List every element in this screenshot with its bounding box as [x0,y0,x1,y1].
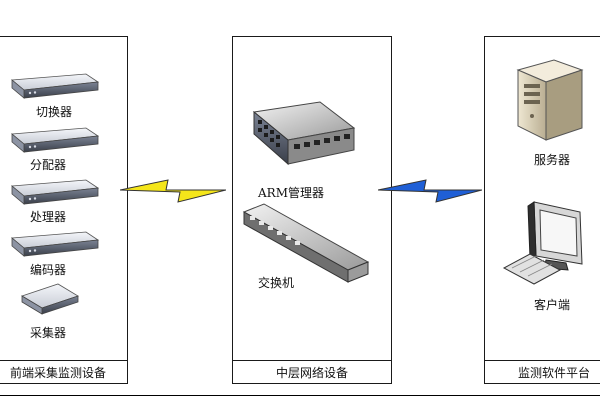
panel-title-network: 中层网络设备 [275,366,348,380]
wireless-link-right-icon [378,179,482,203]
switcher-icon [10,73,100,99]
server-tower-icon [516,59,584,141]
label-switcher: 切换器 [36,105,73,119]
label-splitter: 分配器 [30,158,67,172]
panel-title-platform: 监测软件平台 [517,366,590,380]
collector-box-icon [21,283,79,315]
wireless-link-left-icon [120,179,226,203]
label-client: 客户端 [534,298,571,312]
label-encoder: 编码器 [30,263,67,277]
panel-divider [233,360,391,361]
switch-icon [242,203,370,283]
label-arm-manager: ARM管理器 [258,186,324,200]
label-server: 服务器 [534,153,571,167]
label-switch: 交换机 [258,276,295,290]
panel-title-front-end: 前端采集监测设备 [9,366,106,380]
processor-icon [10,179,100,205]
label-collector: 采集器 [30,326,67,340]
panel-divider [485,360,600,361]
bottom-rule [0,395,600,396]
splitter-icon [10,127,100,153]
arm-manager-icon [252,101,356,166]
encoder-icon [10,231,100,257]
panel-divider [0,360,127,361]
desktop-computer-icon [502,201,583,285]
label-processor: 处理器 [30,210,67,224]
